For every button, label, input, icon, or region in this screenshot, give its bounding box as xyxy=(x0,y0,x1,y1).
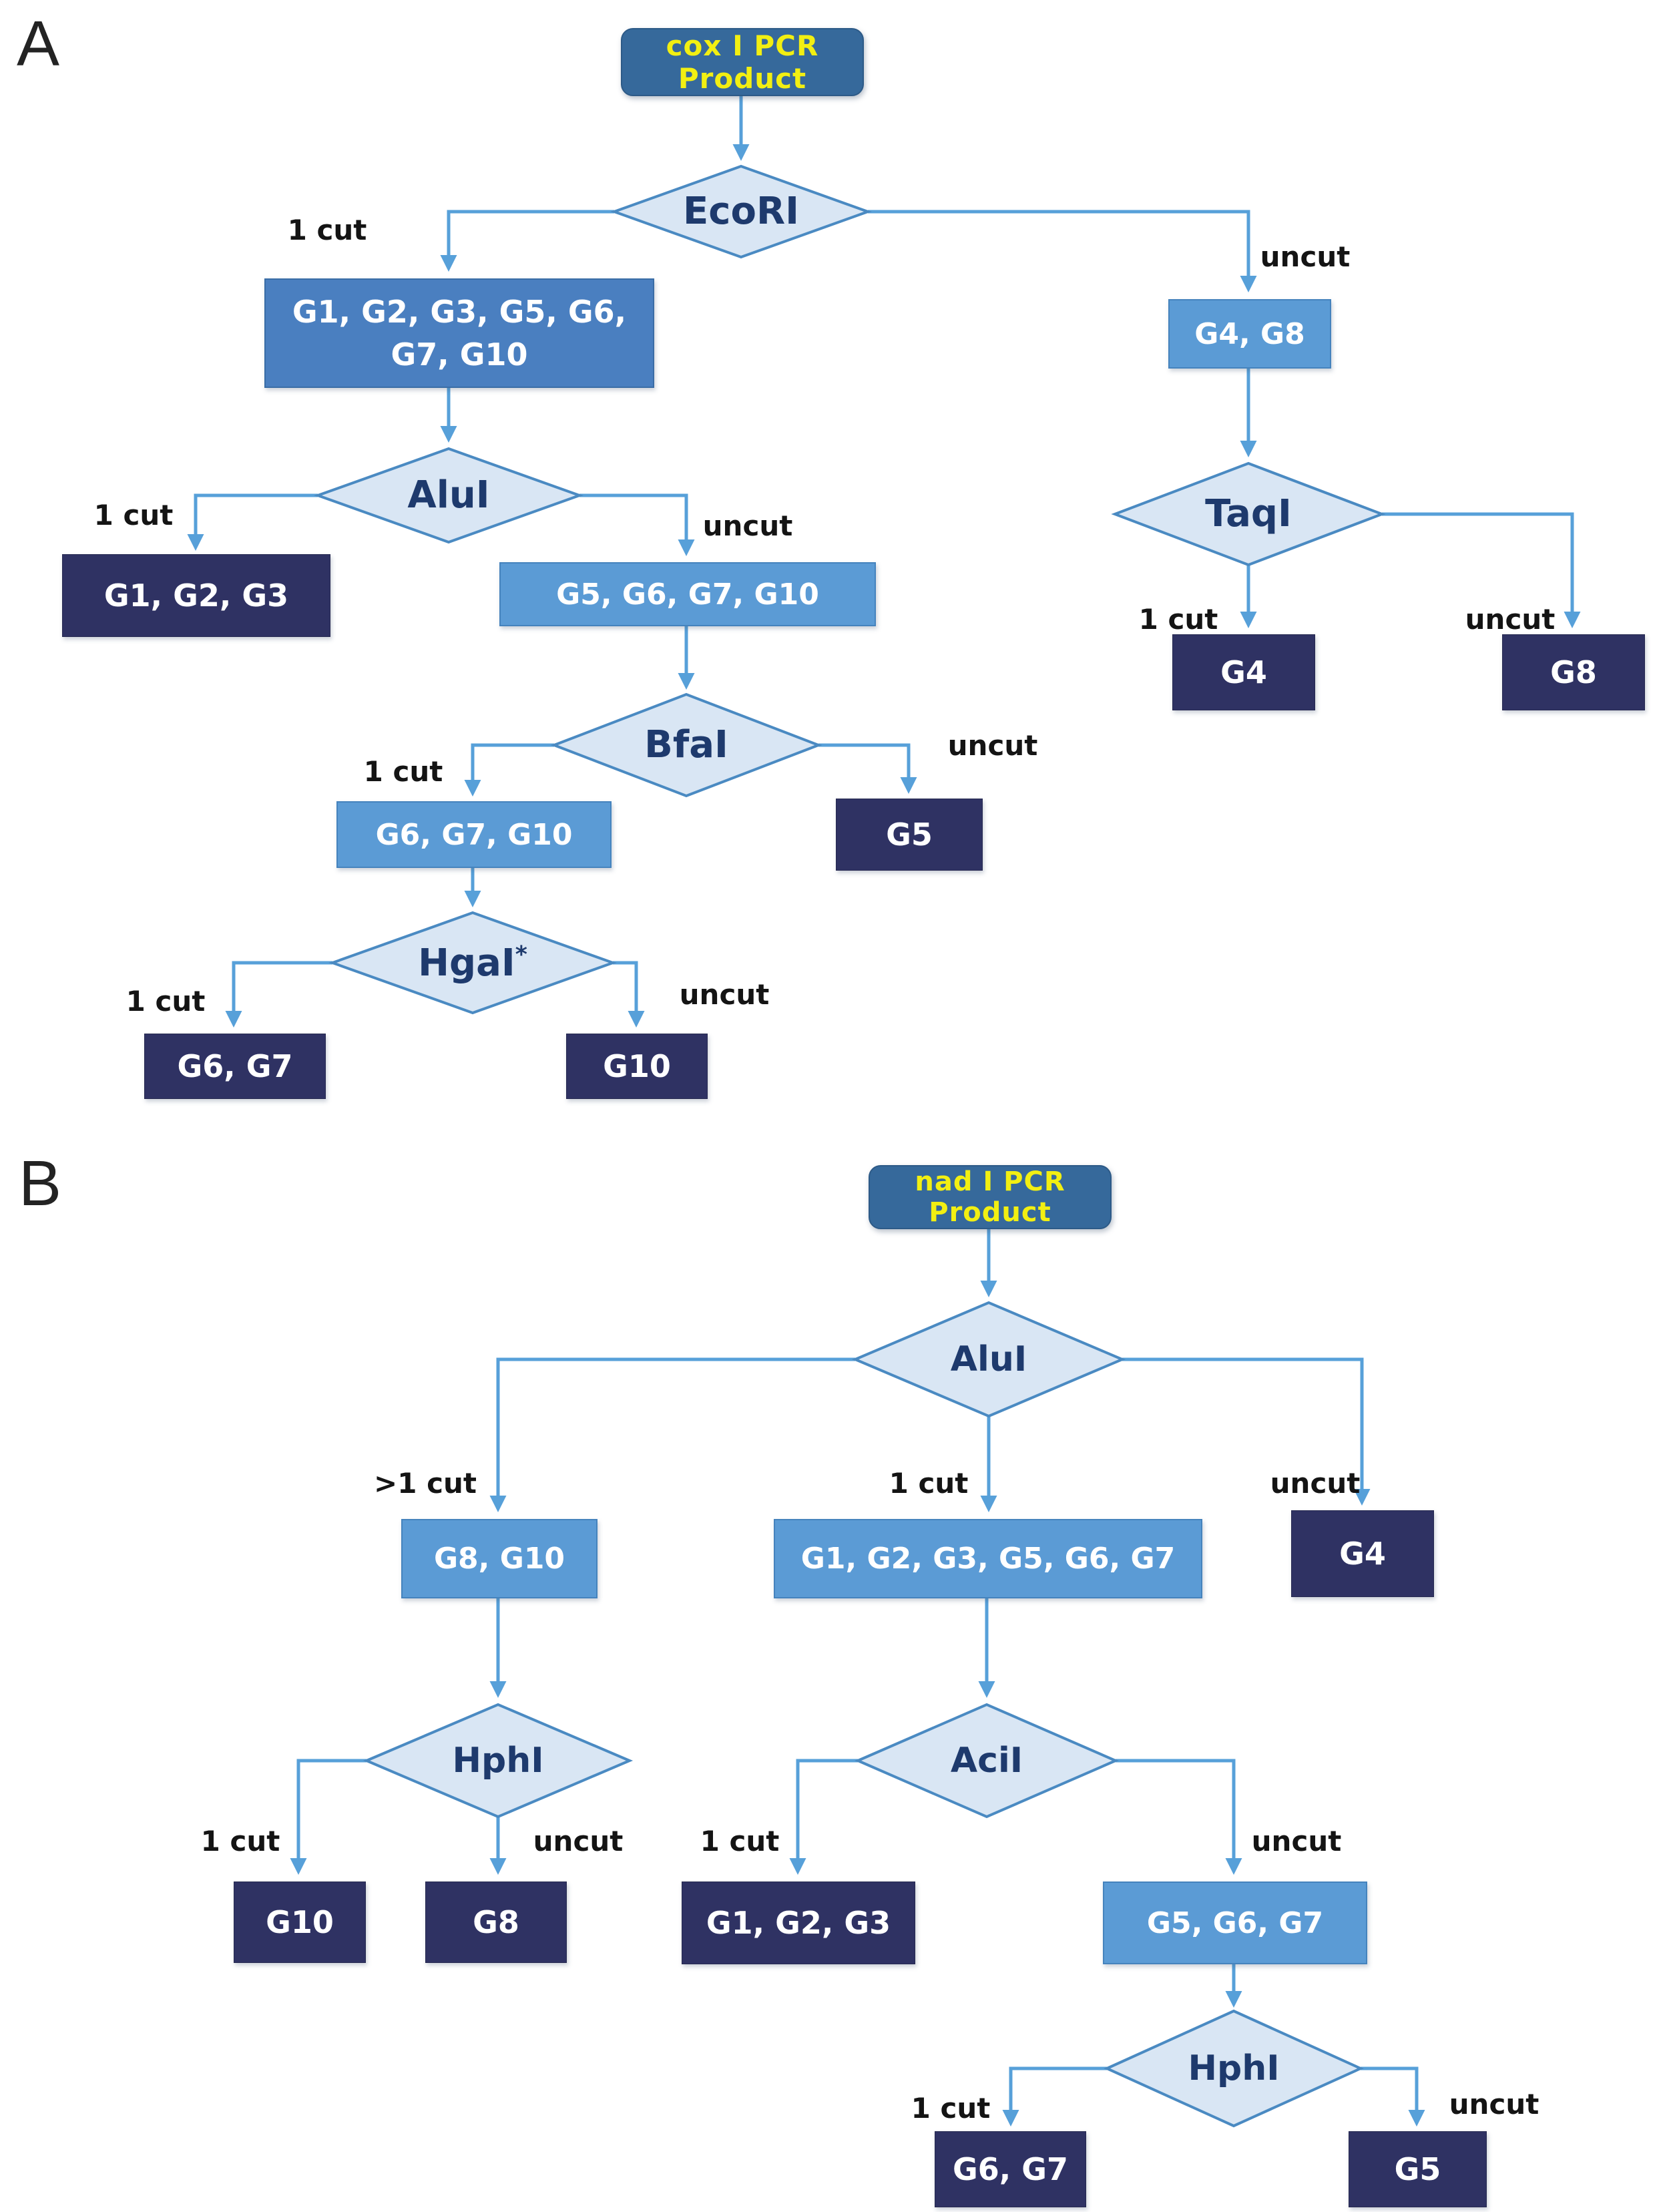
node-hgai-uncut-group: G10 xyxy=(566,1034,708,1099)
edge-label-hphi-bottom-cut: 1 cut xyxy=(911,2092,991,2125)
edge-label-taqi-uncut: uncut xyxy=(1465,603,1556,636)
hphi-left-diamond-label: HphI xyxy=(452,1741,544,1781)
node-hphi-left-uncut-group: G8 xyxy=(425,1882,567,1963)
node-bfai-uncut-group: G5 xyxy=(836,799,983,871)
node-alui-a-uncut-group: G5, G6, G7, G10 xyxy=(499,562,876,626)
hphi-left-diamond xyxy=(363,1703,634,1819)
node-nad-pcr-product: nad I PCR Product xyxy=(869,1165,1112,1229)
hphi-bottom-diamond-label: HphI xyxy=(1188,2048,1280,2088)
node-taqi-uncut-group: G8 xyxy=(1502,634,1645,710)
node-cox-pcr-product: cox I PCR Product xyxy=(621,28,864,96)
panel-b-letter: B xyxy=(19,1148,62,1219)
edge-label-alui-b-multicut: >1 cut xyxy=(374,1467,477,1500)
hgai-diamond-label: HgaI* xyxy=(418,943,527,982)
node-acii-cut-group: G1, G2, G3 xyxy=(682,1882,915,1964)
alui-a-diamond-label: AluI xyxy=(407,473,490,517)
taqi-diamond xyxy=(1111,461,1386,567)
edge-label-hphi-left-uncut: uncut xyxy=(533,1825,624,1857)
hgai-name: HgaI xyxy=(418,941,515,985)
acii-diamond xyxy=(854,1703,1120,1819)
edge-label-hgai-uncut: uncut xyxy=(679,978,770,1011)
ecori-diamond xyxy=(610,164,872,259)
node-alui-b-multicut-group: G8, G10 xyxy=(401,1519,598,1598)
edge-label-ecori-uncut: uncut xyxy=(1260,240,1351,273)
node-bfai-cut-group: G6, G7, G10 xyxy=(336,801,612,868)
edge-label-acii-uncut: uncut xyxy=(1251,1825,1342,1857)
alui-b-diamond xyxy=(851,1301,1126,1418)
panel-a-letter: A xyxy=(17,8,60,79)
node-hphi-bottom-cut-group: G6, G7 xyxy=(935,2131,1086,2207)
edge-label-alui-b-uncut: uncut xyxy=(1270,1467,1361,1500)
edge-label-acii-cut: 1 cut xyxy=(700,1825,780,1857)
hgai-asterisk: * xyxy=(515,941,527,969)
edge-label-bfai-uncut: uncut xyxy=(947,729,1038,762)
hphi-bottom-diamond xyxy=(1104,2009,1364,2128)
edge-label-hphi-left-cut: 1 cut xyxy=(200,1825,280,1857)
taqi-diamond-label: TaqI xyxy=(1205,492,1292,535)
node-taqi-cut-group: G4 xyxy=(1172,634,1315,710)
bfai-diamond xyxy=(550,692,822,798)
node-alui-b-cut-group: G1, G2, G3, G5, G6, G7 xyxy=(774,1519,1202,1598)
alui-a-diamond xyxy=(314,447,583,544)
node-ecori-cut-group: G1, G2, G3, G5, G6, G7, G10 xyxy=(264,278,654,388)
edge-label-hgai-cut: 1 cut xyxy=(126,985,206,1018)
node-acii-uncut-group: G5, G6, G7 xyxy=(1103,1882,1367,1964)
node-hphi-bottom-uncut-group: G5 xyxy=(1349,2131,1487,2207)
edge-label-alui-b-cut: 1 cut xyxy=(889,1467,969,1500)
edge-label-alui-a-cut: 1 cut xyxy=(93,499,174,531)
edge-label-alui-a-uncut: uncut xyxy=(702,509,793,542)
bfai-diamond-label: BfaI xyxy=(644,723,728,766)
alui-b-diamond-label: AluI xyxy=(950,1339,1027,1379)
edge-label-bfai-cut: 1 cut xyxy=(363,755,443,788)
node-hphi-left-cut-group: G10 xyxy=(234,1882,366,1963)
ecori-diamond-label: EcoRI xyxy=(683,190,799,233)
edge-label-taqi-cut: 1 cut xyxy=(1138,603,1218,636)
node-alui-b-uncut-group: G4 xyxy=(1291,1510,1434,1597)
node-ecori-uncut-group: G4, G8 xyxy=(1168,299,1331,369)
hgai-diamond xyxy=(328,911,617,1015)
edge-label-ecori-cut: 1 cut xyxy=(287,214,367,246)
acii-diamond-label: AciI xyxy=(950,1741,1023,1781)
node-alui-a-cut-group: G1, G2, G3 xyxy=(62,554,330,637)
edge-label-hphi-bottom-uncut: uncut xyxy=(1449,2088,1539,2121)
node-hgai-cut-group: G6, G7 xyxy=(144,1034,326,1099)
